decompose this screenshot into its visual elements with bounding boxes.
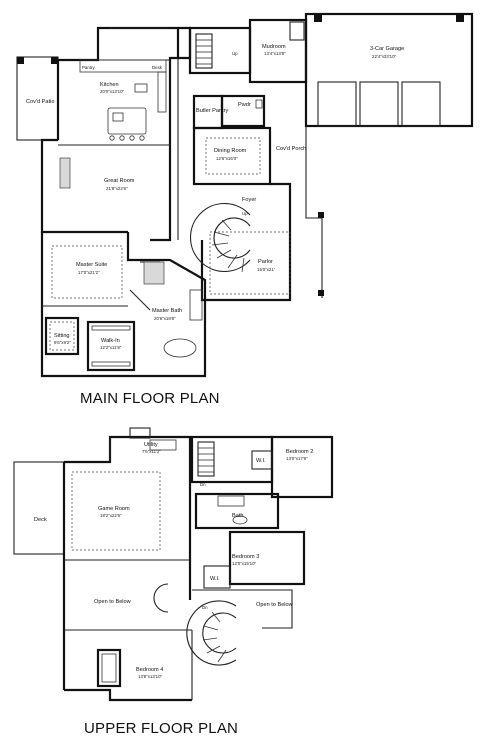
utility-label: Utility — [144, 442, 158, 448]
front-stair-up-label: Up — [242, 211, 248, 216]
bedroom-4-label: Bedroom 4 — [136, 667, 163, 673]
kitchen-great-room-walls — [40, 26, 180, 242]
master-bath-label: Master Bath — [152, 308, 182, 314]
sitting-label: Sitting — [54, 333, 70, 339]
bedroom-4-dims: 13'8"x13'10" — [138, 674, 163, 679]
utility-dims: 7'6"x11'2" — [142, 449, 161, 454]
mudroom-label: Mudroom — [262, 44, 286, 50]
butler-pantry-label: Butler Pantry — [196, 108, 229, 114]
upper-floor-plan — [13, 427, 334, 702]
upper-main-walls — [62, 427, 193, 702]
dining-room-dims: 12'6"x16'0" — [216, 156, 238, 161]
garage-label: 3-Car Garage — [370, 46, 404, 52]
bedroom-2-label: Bedroom 2 — [286, 449, 313, 455]
master-wing-walls — [40, 232, 207, 378]
back-stair-up-label: Up — [232, 51, 238, 56]
center-block-walls — [177, 18, 308, 240]
upper-floor-labels: Utility 7'6"x11'2" Dn W.I. Bedroom 2 13'… — [34, 442, 313, 679]
bath-label: Bath — [232, 513, 244, 519]
wi-2-label: W.I. — [256, 458, 266, 464]
game-room-dims: 18'2"x22'6" — [100, 513, 122, 518]
main-floor-plan — [16, 12, 474, 378]
covd-porch-label: Cov'd Porch — [276, 146, 306, 152]
kitchen-dims: 20'0"x13'10" — [100, 89, 125, 94]
game-room-label: Game Room — [98, 506, 130, 512]
porch-foyer-parlor-walls — [189, 126, 324, 302]
bedroom-2-dims: 13'0"x17'6" — [286, 456, 308, 461]
pantry-label: Pantry — [82, 65, 95, 70]
parlor-label: Parlor — [258, 259, 273, 265]
powder-label: Pwdr — [238, 102, 251, 108]
garage-dims: 22'4"x33'10" — [372, 54, 397, 59]
mudroom-dims: 13'4"x13'8" — [264, 51, 286, 56]
garage-walls — [304, 12, 474, 128]
master-suite-dims: 17'0"x21'2" — [78, 270, 100, 275]
main-floor-labels: Cov'd Patio Kitchen 20'0"x13'10" Pantry … — [26, 44, 404, 350]
walk-in-label: Walk-In — [101, 338, 120, 344]
upper-floor-plan-title: UPPER FLOOR PLAN — [84, 720, 239, 737]
master-suite-label: Master Suite — [76, 262, 107, 268]
upper-right-walls — [186, 435, 334, 666]
open-to-below-small-label: Open to Below — [256, 602, 294, 608]
bedroom-3-dims: 12'0"x15'10" — [232, 561, 257, 566]
covd-patio-label: Cov'd Patio — [26, 99, 54, 105]
open-to-below-large-label: Open to Below — [94, 599, 132, 605]
sitting-dims: 9'6"x9'2" — [54, 340, 71, 345]
walk-in-dims: 12'2"x11'8" — [100, 345, 122, 350]
kitchen-label: Kitchen — [100, 82, 119, 88]
foyer-label: Foyer — [242, 197, 256, 203]
deck-area — [13, 461, 65, 555]
master-bath-dims: 20'6"x18'8" — [154, 316, 176, 321]
front-stair-dn-label: Dn — [202, 605, 208, 610]
main-floor-plan-title: MAIN FLOOR PLAN — [80, 390, 220, 407]
great-room-dims: 21'8"x22'6" — [106, 186, 128, 191]
bedroom-3-label: Bedroom 3 — [232, 554, 259, 560]
dining-room-label: Dining Room — [214, 148, 247, 154]
great-room-label: Great Room — [104, 178, 135, 184]
desk-label: Desk — [152, 65, 163, 70]
wi-3-label: W.I. — [210, 576, 220, 582]
parlor-dims: 15'0"x21' — [257, 267, 275, 272]
deck-label: Deck — [34, 517, 47, 523]
back-stair-dn-label: Dn — [200, 482, 206, 487]
